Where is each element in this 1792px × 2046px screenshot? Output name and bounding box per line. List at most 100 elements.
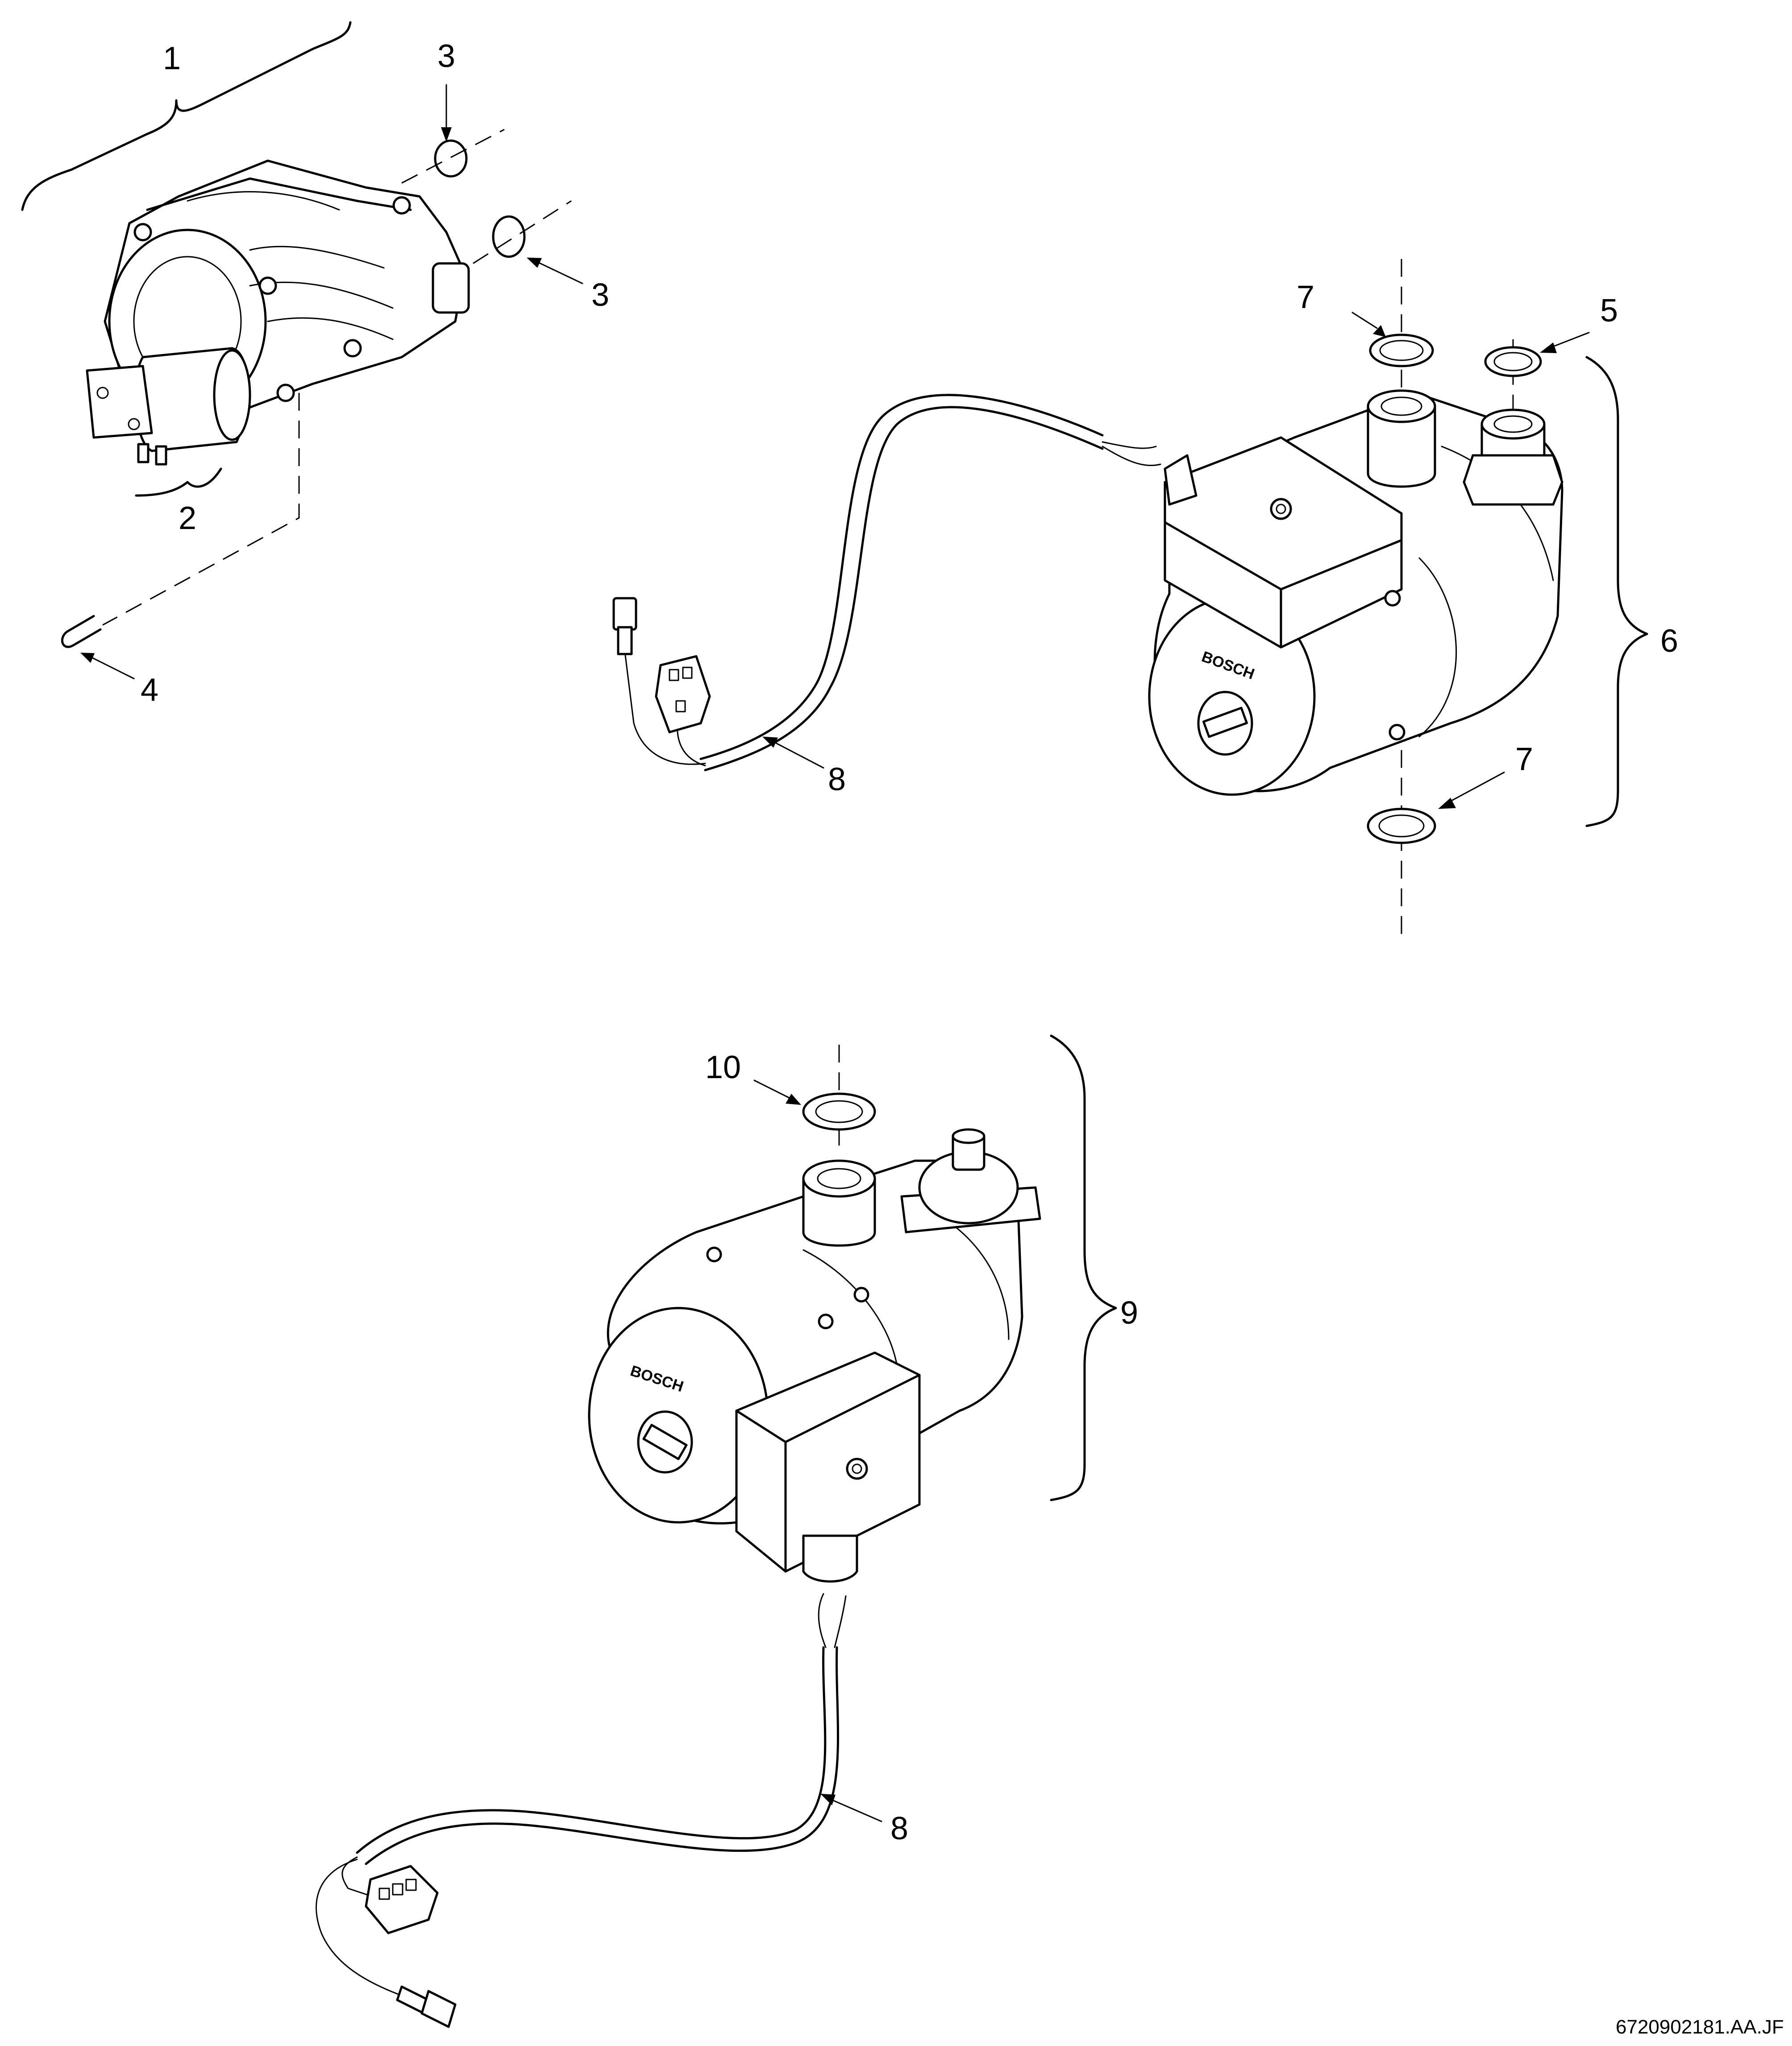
arrow-head — [527, 258, 542, 268]
screw-icon — [1384, 590, 1401, 607]
leader-o-ring-upper — [401, 129, 505, 184]
washer-7-lower-inner — [1378, 814, 1425, 838]
arrow-7a — [1351, 312, 1378, 329]
pump-side-port-bore — [1493, 415, 1533, 433]
screw-icon — [392, 196, 411, 215]
screw-icon — [853, 1287, 869, 1303]
arrow-head — [441, 127, 452, 142]
callout-labels: 1 2 3 3 4 7 5 6 7 8 10 9 8 — [141, 38, 1678, 1846]
arrows-top-left — [80, 84, 583, 679]
washer-7-upper — [1369, 333, 1434, 367]
arrow-head — [762, 737, 778, 748]
bracket-hole — [96, 387, 109, 399]
screw-icon — [1270, 498, 1292, 520]
pump-inlet-bore — [1380, 396, 1422, 416]
pump-side-port-mouth — [1480, 408, 1546, 440]
connector-pin — [378, 1888, 390, 1900]
pump-rotor-slot — [1202, 707, 1248, 738]
valve-tube-3 — [267, 317, 394, 340]
screw-icon — [343, 339, 362, 358]
brace-part-9 — [1050, 1034, 1117, 1501]
spade-terminal-head — [420, 1990, 457, 2028]
callout-3-lower: 3 — [591, 277, 609, 313]
arrow-head — [1373, 325, 1386, 337]
solenoid-bracket — [86, 365, 153, 439]
callout-9: 9 — [1120, 1295, 1138, 1331]
callout-10: 10 — [705, 1050, 741, 1085]
screw-icon — [276, 383, 295, 402]
solenoid-coil-end — [213, 349, 251, 441]
o-ring-lower — [492, 215, 526, 258]
pump-assembly-6: BOSCH — [1148, 259, 1648, 938]
pump-cable-upper — [612, 394, 1161, 771]
washer-7-lower — [1367, 808, 1436, 844]
valve-top-ridge — [146, 177, 412, 211]
screw-icon — [818, 1313, 834, 1329]
valve-outlet-flange — [432, 262, 470, 314]
spade-terminal-sleeve — [617, 626, 633, 655]
cable-wire — [316, 1858, 403, 1996]
solenoid-terminal — [137, 443, 150, 463]
pump-9-bottom-stub — [802, 1534, 858, 1583]
screw-icon — [846, 1458, 868, 1480]
callout-8-upper: 8 — [828, 762, 846, 797]
pump-cable-gland — [1164, 454, 1197, 506]
connector-pin — [405, 1879, 417, 1891]
retaining-clip — [61, 615, 102, 648]
arrow-8b — [829, 1798, 882, 1822]
screw-icon — [133, 223, 152, 242]
screw-icon — [706, 1246, 722, 1263]
screw-icon — [1276, 504, 1286, 514]
spade-terminal — [612, 597, 637, 631]
callout-7-upper: 7 — [1297, 279, 1314, 315]
pump-9-inlet-bore — [817, 1168, 861, 1189]
arrow-head — [786, 1094, 801, 1105]
pump-9-inlet-pipe — [802, 1177, 876, 1247]
cable-sheath-outer — [699, 394, 1104, 760]
o-ring-upper — [434, 139, 468, 178]
connector-pin — [675, 700, 686, 713]
gas-valve-assembly — [21, 21, 572, 648]
pump-9-inlet-mouth — [802, 1159, 876, 1198]
arrow-head — [1540, 342, 1557, 353]
washer-10 — [802, 1092, 876, 1131]
pump-9-terminal-box — [735, 1351, 921, 1573]
solenoid-terminal — [155, 445, 167, 466]
valve-tube-1 — [249, 246, 385, 269]
pump-inlet-mouth — [1367, 389, 1436, 423]
arrow-10 — [753, 1079, 791, 1099]
brace-part-1 — [21, 21, 352, 211]
cable-wire-end — [1102, 441, 1157, 449]
arrow-5 — [1548, 332, 1590, 349]
cable-wire-end — [834, 1595, 847, 1648]
connector-pin — [669, 669, 679, 681]
leader-clip-4 — [102, 393, 300, 626]
washer-5 — [1484, 346, 1542, 377]
arrow-8a — [771, 740, 824, 769]
valve-top-ridge-2 — [187, 191, 340, 211]
arrow-7b — [1445, 771, 1505, 804]
callout-5: 5 — [1600, 293, 1618, 329]
pump-cable-lower — [316, 1593, 882, 2028]
washer-10-inner — [815, 1100, 863, 1123]
cable-sheath-outer — [356, 1646, 827, 1854]
connector-block — [365, 1865, 439, 1934]
cable-wire-end — [818, 1593, 827, 1648]
connector-pin — [392, 1883, 403, 1896]
arrow-4 — [88, 655, 135, 679]
drawing-reference: 6720902181.AA.JF — [1616, 2016, 1784, 2038]
brace-part-2 — [135, 467, 222, 497]
washer-7-upper-inner — [1379, 340, 1424, 361]
screw-icon — [258, 276, 277, 295]
screw-icon — [1389, 724, 1405, 741]
pump-side-nut — [1463, 454, 1563, 506]
arrow-head — [80, 653, 95, 663]
callout-8-lower: 8 — [890, 1811, 908, 1846]
screw-icon — [852, 1463, 862, 1474]
cable-wire — [624, 651, 706, 765]
washer-5-inner — [1493, 352, 1533, 371]
pump-9-rotor-slot — [642, 1424, 688, 1460]
pump-volute-edge — [1418, 557, 1457, 738]
